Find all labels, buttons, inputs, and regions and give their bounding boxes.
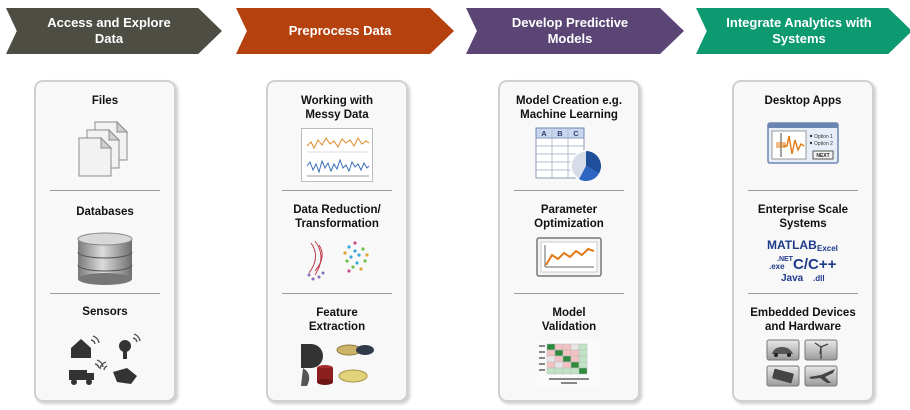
section-files: Files (36, 82, 174, 190)
section-desktop-apps: Desktop Apps Option 1 Option 2 NEXT (734, 82, 872, 190)
divider (50, 190, 160, 191)
divider (50, 293, 160, 294)
stage-arrow-access-explore: Access and Explore Data (6, 8, 222, 54)
app-option-2: Option 2 (814, 141, 833, 147)
desktop-apps-label: Desktop Apps (764, 95, 842, 107)
spreadsheet-pie-icon: A B C (535, 127, 602, 182)
app-next-button: NEXT (816, 153, 829, 159)
section-feature-extraction: Feature Extraction (268, 294, 406, 400)
lang-matlab: MATLAB (767, 238, 817, 252)
feature-extraction-label: Feature Extraction (308, 307, 366, 333)
card-integrate-analytics: Desktop Apps Option 1 Option 2 NEXT Ente… (732, 80, 874, 402)
enterprise-systems-label: Enterprise Scale Systems (757, 204, 849, 230)
lang-excel: Excel (817, 244, 838, 253)
lang-net: .NET (777, 256, 794, 263)
feature-extraction-icon (301, 344, 374, 386)
embedded-devices-icon (766, 339, 838, 387)
section-databases: Databases (36, 191, 174, 293)
databases-label: Databases (76, 206, 134, 218)
section-model-creation: Model Creation e.g. Machine Learning A B… (500, 82, 638, 190)
lang-exe: .exe (769, 262, 785, 271)
section-enterprise-systems: Enterprise Scale Systems MATLAB Excel .N… (734, 191, 872, 293)
sensors-icon (69, 333, 141, 385)
card-preprocess: Working with Messy Data Data Reduction/ … (266, 80, 408, 402)
languages-logo: MATLAB Excel .NET .exe C/C++ Java .dll (767, 238, 838, 284)
divider (282, 190, 392, 191)
divider (514, 293, 624, 294)
divider (748, 190, 858, 191)
section-model-validation: Model Validation (500, 294, 638, 400)
section-embedded-devices: Embedded Devices and Hardware (734, 294, 872, 400)
stage-arrow-predictive-models: Develop Predictive Models (466, 8, 684, 54)
data-reduction-scatter-icon (307, 240, 369, 281)
stage-arrow-integrate-analytics: Integrate Analytics with Systems (696, 8, 910, 54)
data-reduction-label: Data Reduction/ Transformation (293, 204, 381, 230)
model-creation-label: Model Creation e.g. Machine Learning (515, 95, 623, 121)
section-sensors: Sensors (36, 294, 174, 400)
optimization-chart-icon (536, 237, 602, 277)
section-parameter-optimization: Parameter Optimization (500, 191, 638, 293)
model-validation-label: Model Validation (541, 307, 597, 333)
col-header-b: B (557, 129, 563, 138)
parameter-optimization-label: Parameter Optimization (534, 204, 604, 230)
col-header-a: A (541, 129, 547, 138)
divider (282, 293, 392, 294)
sensors-label: Sensors (82, 306, 128, 318)
database-icon (77, 232, 133, 285)
divider (748, 293, 858, 294)
files-label: Files (91, 95, 119, 107)
section-data-reduction: Data Reduction/ Transformation (268, 191, 406, 293)
lang-java: Java (781, 273, 804, 284)
stage-arrow-preprocess: Preprocess Data (236, 8, 454, 54)
lang-dll: .dll (813, 274, 825, 283)
desktop-app-window-icon: Option 1 Option 2 NEXT (767, 122, 839, 164)
divider (514, 190, 624, 191)
files-icon (78, 120, 129, 177)
messy-data-plot-icon (301, 128, 373, 182)
col-header-c: C (573, 129, 579, 138)
app-option-1: Option 1 (814, 134, 833, 140)
card-predictive-models: Model Creation e.g. Machine Learning A B… (498, 80, 640, 402)
section-messy-data: Working with Messy Data (268, 82, 406, 190)
lang-cpp: C/C++ (793, 256, 837, 273)
embedded-devices-label: Embedded Devices and Hardware (750, 307, 856, 333)
messy-data-label: Working with Messy Data (301, 95, 373, 121)
card-access-explore: Files Databases (34, 80, 176, 402)
confusion-matrix-icon (537, 340, 601, 388)
